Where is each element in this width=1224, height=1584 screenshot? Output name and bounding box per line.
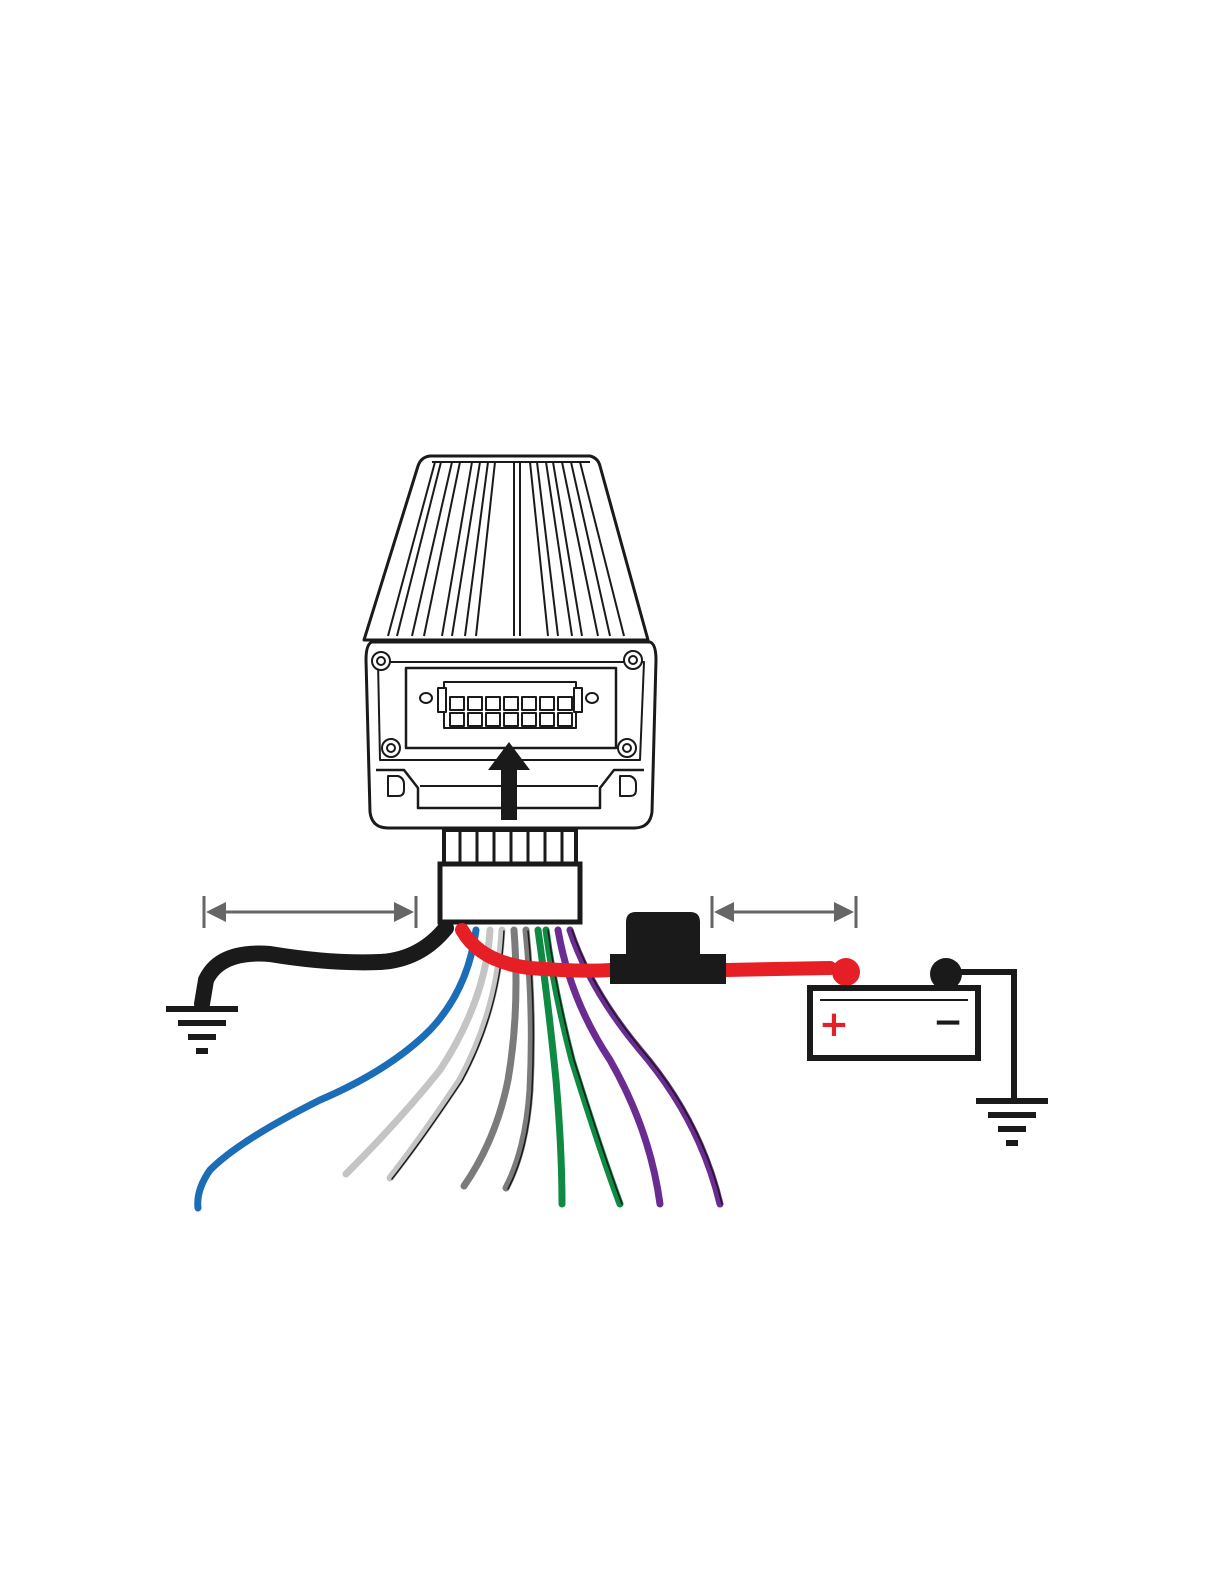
amplifier-socket [438,682,582,728]
battery-icon: + − [810,958,1014,1102]
ground-wire [202,928,446,1004]
dimension-arrow-left [204,896,416,928]
dimension-arrow-right [712,896,856,928]
battery-positive-label: + [819,1004,849,1045]
ground-symbol-icon [166,1006,238,1054]
power-wire-battery-side [726,968,830,970]
battery-negative-label: − [933,1002,963,1043]
battery-ground-symbol-icon [976,1098,1048,1146]
blue-wire [198,930,476,1208]
fuse-holder-icon [610,912,726,984]
plug-connector [440,830,580,922]
